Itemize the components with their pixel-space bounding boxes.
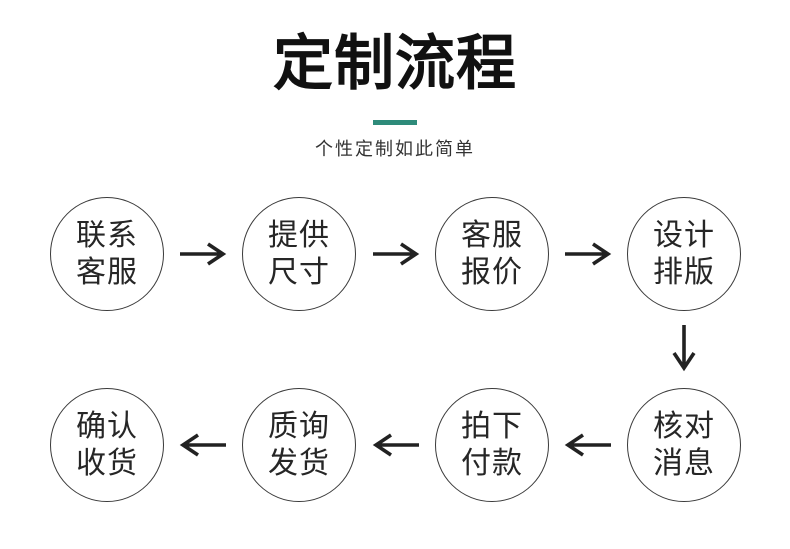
- arrow-right-icon: [177, 241, 229, 267]
- flow-step-label-line: 排版: [653, 256, 715, 289]
- flow-step-label-line: 确认: [76, 410, 138, 443]
- arrow-right-icon: [370, 241, 422, 267]
- flow-step-label-line: 消息: [653, 447, 715, 480]
- title-accent-divider: [373, 120, 417, 125]
- flow-step-label-line: 付款: [461, 447, 523, 480]
- flow-step-contact-service: 联系 客服: [50, 197, 164, 311]
- flow-step-label-line: 客服: [76, 256, 138, 289]
- flow-step-label-line: 尺寸: [268, 256, 330, 289]
- flow-step-verify-message: 核对 消息: [627, 388, 741, 502]
- flow-step-label-line: 核对: [653, 410, 715, 443]
- arrow-left-icon: [562, 432, 614, 458]
- flow-step-label-line: 设计: [653, 219, 715, 252]
- flow-step-label-line: 提供: [268, 219, 330, 252]
- flow-step-label-line: 收货: [76, 447, 138, 480]
- arrow-down-icon: [671, 322, 697, 374]
- flow-step-label-line: 发货: [268, 447, 330, 480]
- flow-step-label-line: 联系: [76, 219, 138, 252]
- flow-step-label-line: 报价: [461, 256, 523, 289]
- flow-step-confirm-receipt: 确认 收货: [50, 388, 164, 502]
- arrow-left-icon: [370, 432, 422, 458]
- flow-step-service-quote: 客服 报价: [435, 197, 549, 311]
- page-title: 定制流程: [273, 30, 517, 97]
- flow-step-inquiry-shipping: 质询 发货: [242, 388, 356, 502]
- arrow-left-icon: [177, 432, 229, 458]
- header: 定制流程 个性定制如此简单: [0, 0, 790, 160]
- arrow-right-icon: [562, 241, 614, 267]
- flow-step-provide-size: 提供 尺寸: [242, 197, 356, 311]
- page-subtitle: 个性定制如此简单: [315, 139, 475, 159]
- flow-step-order-payment: 拍下 付款: [435, 388, 549, 502]
- flow-step-design-layout: 设计 排版: [627, 197, 741, 311]
- flow-step-label-line: 拍下: [461, 410, 523, 443]
- flow-step-label-line: 客服: [461, 219, 523, 252]
- flow-step-label-line: 质询: [268, 410, 330, 443]
